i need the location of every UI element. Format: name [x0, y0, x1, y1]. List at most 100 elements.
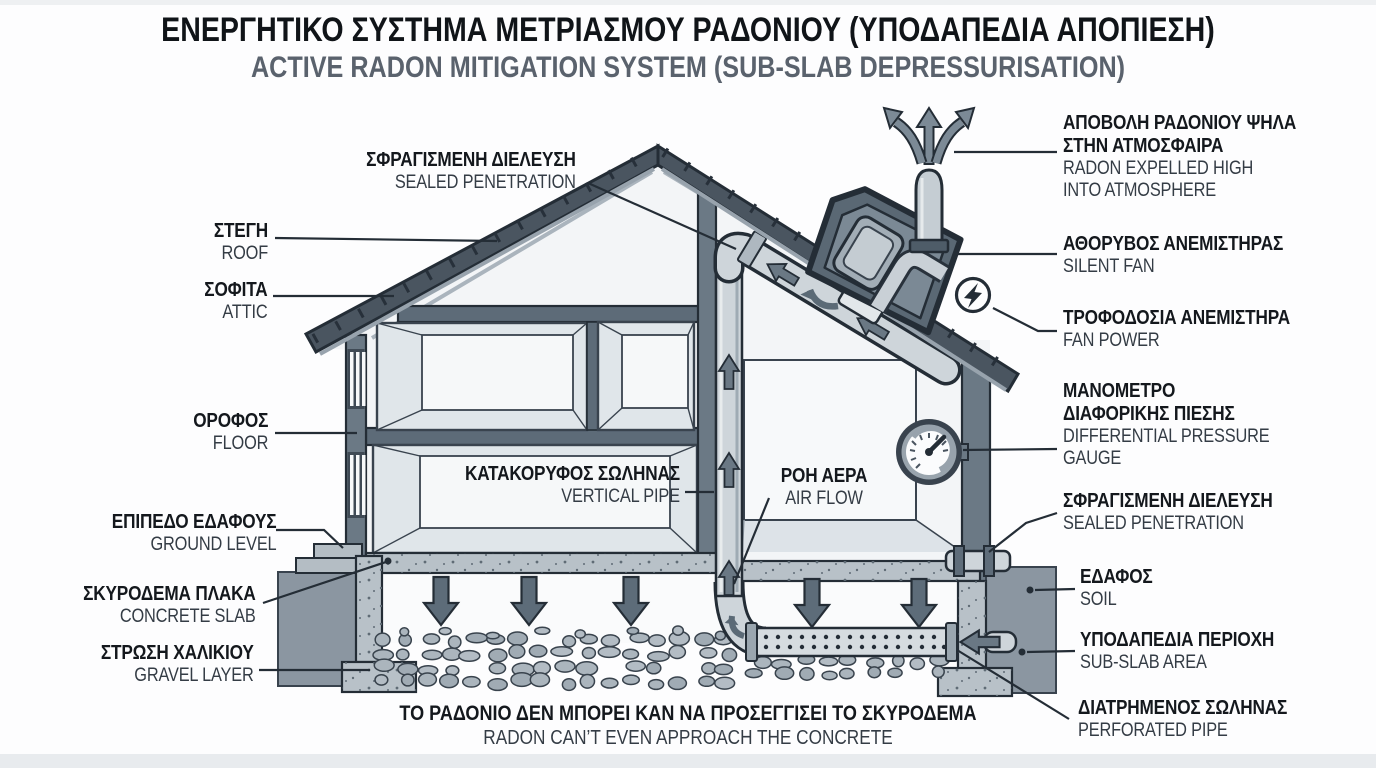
pebble	[838, 667, 855, 680]
pebble	[488, 662, 507, 675]
pebble	[579, 673, 596, 689]
label-roof: ΣΤΕΓΗ ROOF	[214, 220, 268, 265]
perforated-pipe	[745, 622, 958, 662]
pebble	[465, 632, 489, 644]
interior-wall	[696, 190, 718, 558]
left-exterior-wall	[344, 333, 368, 559]
pebble	[508, 644, 526, 659]
label-floor-english: FLOOR	[212, 433, 269, 454]
pebble	[721, 647, 738, 663]
pebble	[648, 634, 666, 648]
pebble	[713, 663, 734, 676]
pebble	[400, 673, 415, 687]
label-pressure-gauge: ΜΑΝΟΜΕΤΡΟ ΔΙΑΦΟΡΙΚΗΣ ΠΙΕΣΗΣ DIFFERENTIAL…	[1063, 380, 1270, 470]
pebble	[373, 658, 395, 673]
concrete-slab	[364, 551, 982, 583]
label-vertical-pipe-english: VERTICAL PIPE	[561, 486, 680, 507]
pebble	[561, 678, 577, 692]
pebble	[550, 646, 574, 657]
lightning-icon	[954, 276, 992, 314]
label-roof-english: ROOF	[221, 243, 268, 264]
label-soil-english: SOIL	[1080, 589, 1117, 610]
pebble	[647, 678, 665, 691]
label-pressure-gauge-greek-2: ΔΙΑΦΟΡΙΚΗΣ ΠΙΕΣΗΣ	[1063, 403, 1235, 425]
upper-room-right	[596, 320, 696, 432]
label-ground-level-english: GROUND LEVEL	[150, 534, 276, 555]
pebble	[438, 673, 460, 689]
label-soil-greek: ΕΔΑΦΟΣ	[1080, 566, 1153, 588]
pebble	[421, 649, 443, 661]
label-attic-english: ATTIC	[222, 302, 268, 323]
window-upper	[347, 349, 366, 409]
label-air-flow: ΡΟΗ ΑΕΡΑ AIR FLOW	[774, 465, 874, 510]
exhaust-stack	[908, 168, 950, 254]
label-radon-expelled-greek-2: ΣΤΗΝ ΑΤΜΟΣΦΑΙΡΑ	[1063, 135, 1224, 157]
footnote-greek: ΤΟ ΡΑΔΟΝΙΟ ΔΕΝ ΜΠΟΡΕΙ ΚΑΝ ΝΑ ΠΡΟΣΕΓΓΙΣΕΙ…	[399, 702, 977, 725]
label-perforated-pipe-english: PERFORATED PIPE	[1078, 720, 1228, 741]
pebble	[574, 629, 587, 639]
pebble	[488, 648, 508, 663]
label-radon-expelled-greek-1: ΑΠΟΒΟΛΗ ΡΑΔΟΝΙΟΥ ΨΗΛΑ	[1063, 112, 1297, 134]
pebble	[694, 632, 715, 647]
label-gravel-layer: ΣΤΡΩΣΗ ΧΑΛΙΚΙΟΥ GRAVEL LAYER	[101, 642, 254, 687]
label-floor-greek: ΟΡΟΦΟΣ	[192, 410, 268, 432]
label-pressure-gauge-english-1: DIFFERENTIAL PRESSURE	[1063, 426, 1270, 447]
pebble	[645, 661, 662, 675]
exhaust-arrows-icon	[882, 106, 976, 165]
pebble	[600, 677, 619, 689]
pebble	[701, 662, 717, 675]
perforation-holes	[763, 634, 947, 650]
label-attic-greek: ΣΟΦΙΤΑ	[204, 279, 268, 301]
label-sub-slab-area: ΥΠΟΔΑΠΕΔΙΑ ΠΕΡΙΟΧΗ SUB-SLAB AREA	[1080, 629, 1274, 674]
label-gravel-layer-english: GRAVEL LAYER	[134, 665, 254, 686]
label-radon-expelled: ΑΠΟΒΟΛΗ ΡΑΔΟΝΙΟΥ ΨΗΛΑ ΣΤΗΝ ΑΤΜΟΣΦΑΙΡΑ RA…	[1063, 112, 1296, 202]
pebble	[668, 644, 687, 660]
label-roof-greek: ΣΤΕΓΗ	[213, 220, 268, 242]
pebble	[667, 676, 688, 691]
pebble	[534, 626, 551, 636]
right-room	[741, 352, 963, 553]
label-fan-power: ΤΡΟΦΟΔΟΣΙΑ ΑΝΕΜΙΣΤΗΡΑ FAN POWER	[1063, 307, 1290, 352]
pebble	[931, 665, 945, 679]
pebble	[422, 633, 441, 645]
pebble	[487, 678, 508, 692]
label-sealed-penetration-right-greek: ΣΦΡΑΓΙΣΜΕΝΗ ΔΙΕΛΕΥΣΗ	[1063, 490, 1273, 512]
vertical-pipe	[714, 248, 744, 598]
lower-room	[371, 443, 699, 555]
label-vertical-pipe-greek: ΚΑΤΑΚΟΡΥΦΟΣ ΣΩΛΗΝΑΣ	[465, 463, 680, 485]
footnote: ΤΟ ΡΑΔΟΝΙΟ ΔΕΝ ΜΠΟΡΕΙ ΚΑΝ ΝΑ ΠΡΟΣΕΓΓΙΣΕΙ…	[96, 701, 1279, 750]
label-silent-fan: ΑΘΟΡΥΒΟΣ ΑΝΕΜΙΣΤΗΡΑΣ SILENT FAN	[1063, 233, 1283, 278]
label-silent-fan-greek: ΑΘΟΡΥΒΟΣ ΑΝΕΜΙΣΤΗΡΑΣ	[1063, 233, 1284, 255]
window-lower	[347, 452, 366, 518]
label-fan-power-english: FAN POWER	[1063, 330, 1160, 351]
label-sub-slab-area-greek: ΥΠΟΔΑΠΕΔΙΑ ΠΕΡΙΟΧΗ	[1080, 629, 1275, 651]
pebble	[621, 674, 641, 686]
pebble	[714, 676, 736, 690]
label-concrete-slab-greek: ΣΚΥΡΟΔΕΜΑ ΠΛΑΚΑ	[83, 583, 256, 605]
pebble	[909, 657, 926, 671]
pebble	[625, 660, 647, 672]
label-concrete-slab-english: CONCRETE SLAB	[120, 606, 256, 627]
pebble	[581, 646, 597, 660]
pebble	[597, 646, 621, 659]
pebble	[485, 631, 500, 640]
pebble	[626, 626, 640, 636]
leader-lines	[259, 150, 1076, 720]
pebble	[621, 648, 640, 660]
label-floor: ΟΡΟΦΟΣ FLOOR	[193, 410, 268, 455]
label-silent-fan-english: SILENT FAN	[1063, 256, 1155, 277]
inlet-stub	[959, 629, 1018, 655]
label-pressure-gauge-english-2: GAUGE	[1063, 448, 1122, 469]
dial-gauge-icon	[896, 419, 969, 485]
title-english: ACTIVE RADON MITIGATION SYSTEM (SUB-SLAB…	[250, 51, 1126, 84]
footnote-english: RADON CAN’T EVEN APPROACH THE CONCRETE	[483, 727, 893, 749]
pebble	[887, 667, 903, 679]
leader-dots	[384, 557, 1034, 656]
label-sealed-penetration-top: ΣΦΡΑΓΙΣΜΕΝΗ ΔΙΕΛΕΥΣΗ SEALED PENETRATION	[366, 149, 576, 194]
label-radon-expelled-english-2: INTO ATMOSPHERE	[1063, 180, 1216, 201]
bottom-strip	[0, 754, 1376, 768]
foundation-right	[936, 579, 1014, 698]
pebble	[799, 666, 815, 681]
label-gravel-layer-greek: ΣΤΡΩΣΗ ΧΑΛΙΚΙΟΥ	[101, 642, 254, 664]
